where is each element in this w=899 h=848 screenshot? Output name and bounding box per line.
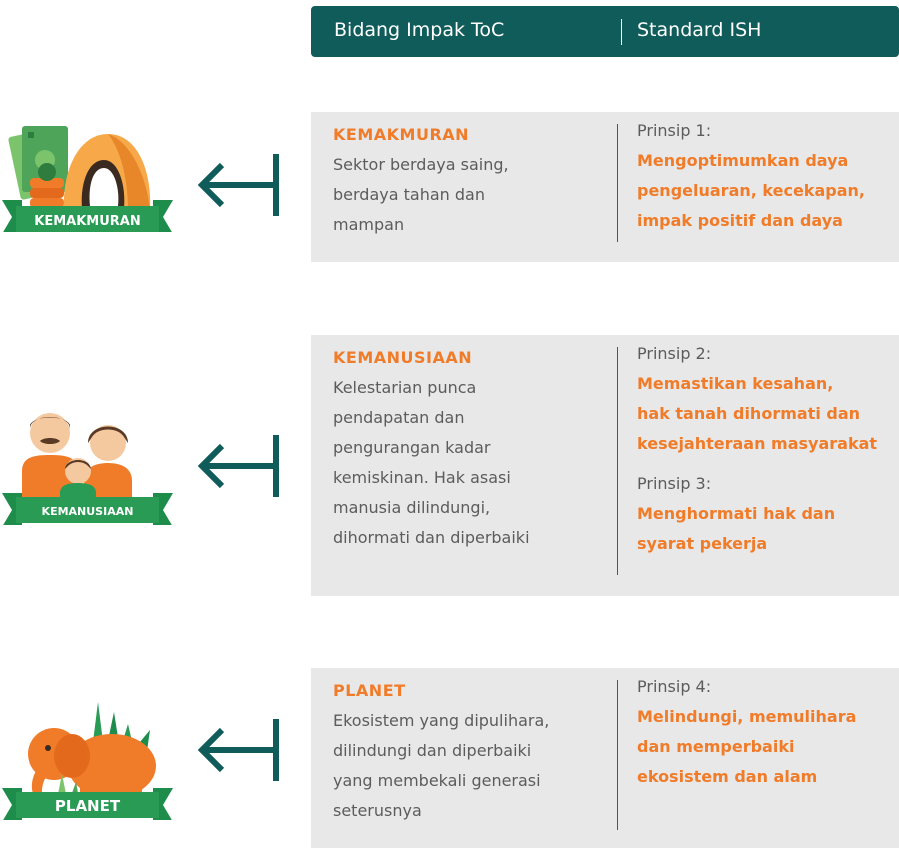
left-arrow-icon <box>197 154 279 216</box>
table-header: Bidang Impak ToC Standard ISH <box>311 6 899 57</box>
principle-line: hak tanah dihormati dan <box>637 404 861 423</box>
column-divider <box>617 347 618 575</box>
impact-panel-kemanusiaan: KEMANUSIAAN Kelestarian punca pendapatan… <box>311 335 899 596</box>
principle-line: Melindungi, memulihara <box>637 707 857 726</box>
left-arrow-icon <box>197 719 279 781</box>
description-line: seterusnya <box>333 801 422 820</box>
description-line: pendapatan dan <box>333 408 465 427</box>
description-line: kemiskinan. Hak asasi <box>333 468 511 487</box>
principle-line: Memastikan kesahan, <box>637 374 834 393</box>
principle-line: Menghormati hak dan <box>637 504 836 523</box>
principle-line: pengeluaran, kecekapan, <box>637 181 865 200</box>
description-line: pengurangan kadar <box>333 438 491 457</box>
principle-label: Prinsip 1: <box>637 121 712 140</box>
principle-block: Prinsip 1: Mengoptimumkan daya pengeluar… <box>637 116 895 236</box>
principle-line: impak positif dan daya <box>637 211 843 230</box>
description-line: dilindungi dan diperbaiki <box>333 741 532 760</box>
principle-line: dan memperbaiki <box>637 737 795 756</box>
principle-line: Mengoptimumkan daya <box>637 151 849 170</box>
description-line: Ekosistem yang dipulihara, <box>333 711 550 730</box>
description-line: mampan <box>333 215 405 234</box>
elephant-icon: PLANET <box>2 702 173 820</box>
impact-description: Ekosistem yang dipulihara, dilindungi da… <box>333 706 603 826</box>
left-arrow-icon <box>197 435 279 497</box>
principle-line: syarat pekerja <box>637 534 768 553</box>
description-line: Sektor berdaya saing, <box>333 155 509 174</box>
principle-label: Prinsip 2: <box>637 344 712 363</box>
ribbon-label: PLANET <box>55 797 121 815</box>
family-icon: KEMANUSIAAN <box>2 413 173 525</box>
column-divider <box>617 680 618 830</box>
principle-line: kesejahteraan masyarakat <box>637 434 878 453</box>
ribbon-label: KEMANUSIAAN <box>42 505 134 518</box>
column-divider <box>617 124 618 242</box>
principle-block: Prinsip 4: Melindungi, memulihara dan me… <box>637 672 895 792</box>
category-title: KEMAKMURAN <box>333 125 470 144</box>
impact-description: Kelestarian punca pendapatan dan pengura… <box>333 373 603 553</box>
category-title: KEMANUSIAAN <box>333 348 473 367</box>
description-line: manusia dilindungi, <box>333 498 491 517</box>
header-divider <box>621 19 622 45</box>
description-line: dihormati dan diperbaiki <box>333 528 530 547</box>
ribbon-label: KEMAKMURAN <box>34 214 140 229</box>
description-line: Kelestarian punca <box>333 378 477 397</box>
principle-block: Prinsip 2: Memastikan kesahan, hak tanah… <box>637 339 895 459</box>
principle-line: ekosistem dan alam <box>637 767 818 786</box>
principle-label: Prinsip 3: <box>637 474 712 493</box>
principle-label: Prinsip 4: <box>637 677 712 696</box>
header-standard: Standard ISH <box>637 19 762 41</box>
money-and-palm-fruit-icon: KEMAKMURAN <box>2 126 173 232</box>
description-line: berdaya tahan dan <box>333 185 485 204</box>
category-title: PLANET <box>333 681 406 700</box>
header-impact-area: Bidang Impak ToC <box>334 19 505 41</box>
description-line: yang membekali generasi <box>333 771 541 790</box>
principle-block: Prinsip 3: Menghormati hak dan syarat pe… <box>637 469 895 559</box>
impact-panel-kemakmuran: KEMAKMURAN Sektor berdaya saing, berdaya… <box>311 112 899 262</box>
impact-panel-planet: PLANET Ekosistem yang dipulihara, dilind… <box>311 668 899 848</box>
impact-description: Sektor berdaya saing, berdaya tahan dan … <box>333 150 603 240</box>
